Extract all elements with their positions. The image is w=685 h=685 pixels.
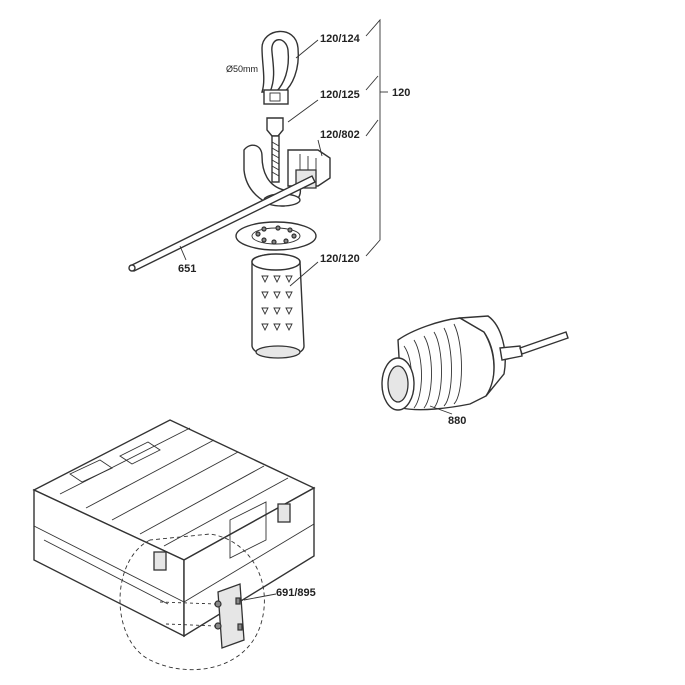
depth-rod-651 [128,175,316,272]
part-label-880: 880 [448,415,466,427]
strap-diameter-label: Ø50mm [226,64,258,74]
side-handle-assembly: Ø50mm 120/124 120/125 120/802 120 120/12… [128,18,410,359]
part-label-120-124: 120/124 [320,33,361,45]
part-label-691-895: 691/895 [276,587,316,599]
clamp-body-120-802 [243,144,331,207]
part-label-120-125: 120/125 [320,89,360,101]
part-label-120-120: 120/120 [320,253,360,265]
bolt-120-125 [266,117,284,183]
latch-691-895 [159,583,245,649]
dust-cap-880: 880 [381,315,569,427]
part-label-120: 120 [392,87,410,99]
carrying-case: 691/895 [32,419,316,671]
leader-lines [179,18,388,287]
part-label-651: 651 [178,263,196,275]
clamp-strap-120-124 [261,30,300,105]
part-label-120-802: 120/802 [320,129,360,141]
handle-120-120 [235,221,317,359]
